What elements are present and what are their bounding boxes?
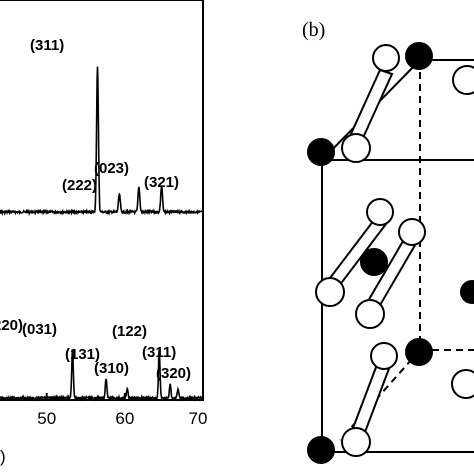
atom-open	[398, 218, 426, 246]
x-axis-ticks: 50 60 70	[37, 393, 207, 428]
atoms	[307, 42, 474, 464]
atom-filled	[307, 436, 335, 464]
atom-open	[341, 133, 371, 163]
atom-filled	[460, 280, 474, 304]
bottom-peak-label: (310)	[94, 360, 129, 377]
bottom-peak-label: (122)	[112, 323, 147, 340]
x-tick-label: 60	[115, 409, 134, 428]
xrd-trace-bottom	[0, 349, 204, 402]
bottom-peak-label: (131)	[65, 346, 100, 363]
bottom-peak-label: (320)	[156, 365, 191, 382]
atom-open	[452, 65, 474, 95]
atom-filled	[405, 338, 433, 366]
panel-b-label: (b)	[302, 19, 325, 41]
atom-open	[315, 277, 345, 307]
x-tick-label: 50	[37, 409, 56, 428]
atom-open	[372, 44, 400, 72]
plot-frame	[0, 0, 204, 401]
bottom-peak-label: (220)	[0, 317, 23, 334]
atom-filled	[360, 248, 388, 276]
panel-a-xrd-plot: (311) (222)(023) (321) (220)(031) (131)(310…	[0, 0, 207, 466]
atom-open	[355, 299, 385, 329]
dimer-bond	[348, 68, 394, 142]
xrd-trace-top	[0, 66, 204, 217]
top-peak-label: (222)	[62, 177, 97, 194]
bottom-peak-label: (311)	[142, 344, 176, 361]
top-peak-label: (321)	[144, 174, 179, 191]
atom-open	[366, 198, 394, 226]
atom-filled	[307, 138, 335, 166]
atom-filled	[405, 42, 433, 70]
top-peak-label: (023)	[94, 160, 129, 177]
bottom-peak-labels: (220)(031) (131)(310) (122) (311) (320)	[0, 317, 191, 382]
top-peak-label: (311)	[30, 37, 64, 54]
x-tick-label: 70	[189, 409, 208, 428]
atom-open	[341, 427, 371, 457]
bottom-peak-label: (031)	[22, 321, 57, 338]
atom-open	[370, 342, 398, 370]
atom-open	[451, 369, 474, 399]
top-peak-labels: (311) (222)(023) (321)	[30, 37, 179, 194]
x-axis-label-partial: )	[0, 447, 6, 466]
panel-b-crystal-structure: (b)	[302, 19, 474, 464]
